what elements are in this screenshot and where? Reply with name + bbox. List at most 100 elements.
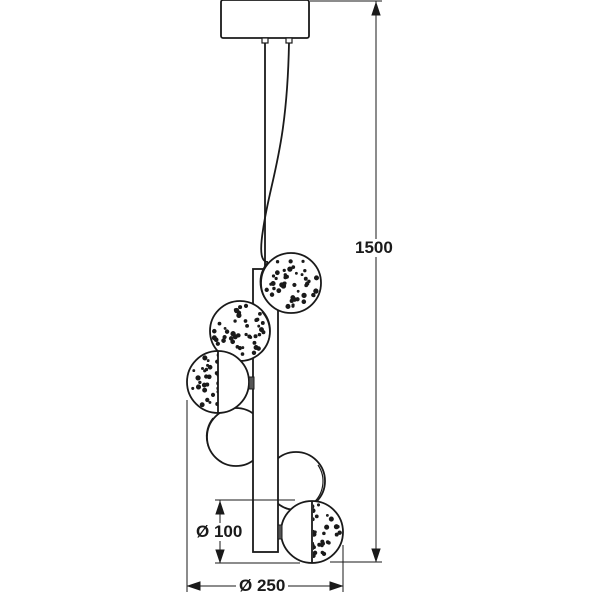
speckle [257,332,262,337]
speckle [296,289,300,293]
speckle [313,504,315,509]
speckle [260,321,265,325]
speckle [282,268,286,273]
speckle [210,392,216,397]
speckle [240,352,245,356]
cable-connector [285,37,293,44]
speckle [313,275,320,281]
speckle [313,541,315,545]
speckle [269,292,275,297]
ceiling-canopy [220,0,310,39]
speckle [313,530,317,534]
speckle [195,384,202,390]
speckle [230,331,236,337]
speckle [201,382,207,388]
power-cable [260,42,290,263]
speckle [261,330,266,335]
speckle [305,281,310,286]
speckle [212,328,217,334]
speckle [300,273,304,277]
speckle [320,543,324,548]
speckle [245,323,250,328]
speckle [206,359,210,363]
speckle [317,542,322,547]
speckle [283,273,287,277]
speckle [258,311,262,316]
speckle [274,270,280,276]
globe-diameter-label: Ø 100 [193,523,246,541]
speckle [253,334,258,339]
speckle [202,355,208,361]
speckle [191,386,195,390]
speckle [215,341,220,346]
speckle [328,516,334,522]
speckle [313,553,316,558]
speckle [249,335,253,339]
speckle [264,287,269,293]
speckle [337,530,342,535]
speckle [313,529,315,534]
speckle [301,299,307,305]
speckle [253,345,259,351]
speckle [314,514,319,519]
speckle [275,260,280,264]
speckle [322,531,326,536]
speckle [303,276,308,281]
speckle [243,303,249,308]
cable-connector [261,37,269,44]
speckle [313,545,315,551]
speckle [291,304,295,308]
speckle [283,275,288,280]
speckle [282,281,287,286]
speckle [303,268,307,273]
speckle [312,293,316,298]
speckle [327,541,330,545]
speckle [222,335,227,340]
speckle [313,550,318,556]
speckle [287,266,293,272]
speckle [270,280,276,286]
speckle [204,367,209,372]
speckle [313,288,319,294]
speckle-texture [211,303,266,356]
globe-mount [277,524,283,540]
speckle [276,288,282,294]
speckle [202,387,208,393]
speckle [251,350,257,356]
speckle [213,337,219,343]
speckle [292,282,297,288]
overall-diameter-label: Ø 250 [236,577,289,595]
speckle [325,513,329,517]
speckle [237,346,242,351]
speckle [285,303,291,309]
speckle [199,402,205,408]
speckle [320,550,325,555]
speckle [301,259,305,263]
speckle [291,265,296,270]
speckle [195,375,201,381]
speckle [192,369,196,373]
speckle [313,508,316,514]
speckle [271,274,276,278]
speckle [255,317,260,322]
speckle [217,321,222,326]
speckle [336,525,340,529]
speckle [294,271,298,275]
speckle [243,319,248,323]
speckle [257,324,261,328]
speckle [236,333,240,337]
speckle [244,332,248,337]
speckle-texture [313,503,342,558]
speckle [272,286,276,291]
speckle [204,374,209,379]
speckle [288,259,293,264]
speckle [230,339,236,345]
globe-1 [260,252,322,314]
globe-mount [248,376,255,390]
speckle [221,338,226,343]
speckle [289,298,294,304]
speckle [205,397,210,403]
speckle [228,336,234,341]
speckle-texture [264,259,320,309]
speckle [207,364,213,370]
